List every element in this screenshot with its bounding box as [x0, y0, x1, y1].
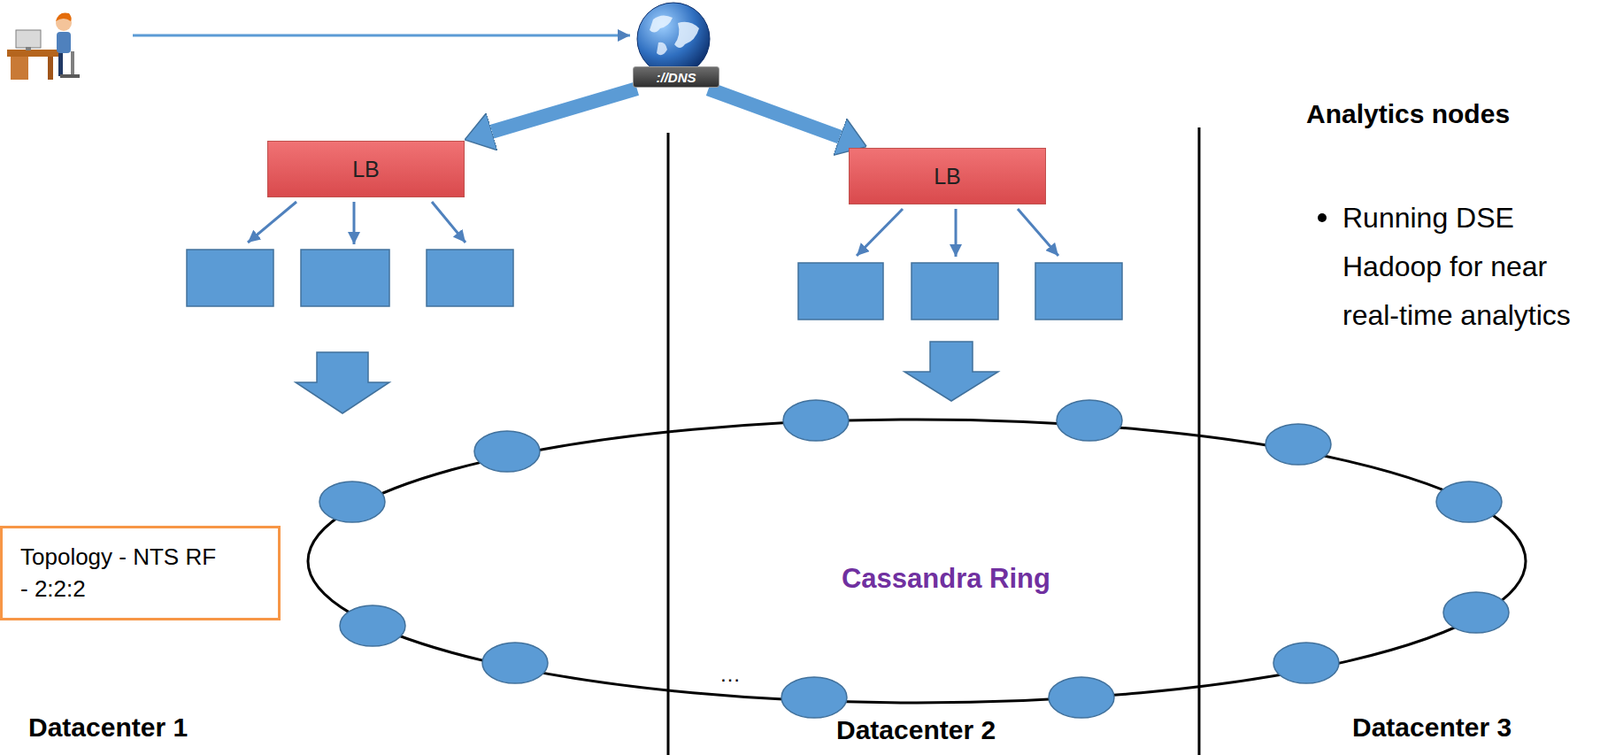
- ellipsis: …: [719, 661, 741, 687]
- node-text: LB: [933, 163, 962, 190]
- ring-outline: [306, 418, 1528, 704]
- server-box: [426, 249, 514, 307]
- body: [56, 31, 71, 54]
- server-box: [798, 262, 884, 320]
- node-text: Topology - NTS RF - 2:2:2: [20, 540, 220, 606]
- cassandra-node: [474, 430, 540, 472]
- ring-ellipse: [307, 419, 1526, 703]
- monitor: [15, 30, 41, 48]
- connector-layer: [492, 88, 840, 138]
- block-connector: [492, 88, 638, 132]
- cassandra-node: [781, 676, 847, 718]
- desk-top: [7, 49, 62, 57]
- load-balancer: LB: [267, 140, 465, 198]
- desk-drawer: [10, 56, 29, 80]
- datacenter-label: Datacenter 3: [1352, 712, 1512, 744]
- lb-arrow: [1017, 208, 1059, 256]
- continent: [649, 15, 673, 32]
- request-arrow: [132, 34, 631, 38]
- desk-leg: [47, 56, 54, 80]
- load-balancer: LB: [848, 147, 1047, 205]
- server-box: [1035, 262, 1123, 320]
- section-heading: Analytics nodes: [1306, 99, 1510, 131]
- cassandra-node: [783, 400, 849, 441]
- cassandra-node: [319, 481, 385, 523]
- block-arrow: [904, 341, 999, 401]
- block-connector: [708, 88, 841, 137]
- lb-arrow: [954, 208, 958, 257]
- block-arrow: [295, 352, 390, 414]
- datacenter-label: Datacenter 1: [28, 712, 188, 744]
- chair-base: [60, 74, 80, 78]
- hair: [55, 12, 72, 22]
- node-text: ://DNS: [656, 69, 697, 85]
- cassandra-node: [482, 642, 548, 684]
- server-box: [911, 262, 999, 320]
- lb-arrow: [247, 201, 297, 243]
- node-text: LB: [352, 156, 380, 183]
- node-text: Cassandra Ring: [841, 562, 1051, 595]
- datacenter-divider: [667, 132, 670, 755]
- server-box: [186, 249, 274, 307]
- continent: [656, 42, 668, 56]
- cassandra-ring: Cassandra Ring: [306, 418, 1528, 704]
- cassandra-node: [339, 605, 406, 647]
- datacenter-label: Datacenter 2: [836, 715, 996, 747]
- dns-badge: ://DNS: [632, 66, 720, 88]
- cassandra-node: [1443, 592, 1509, 633]
- cassandra-node: [1056, 400, 1123, 441]
- chair: [70, 51, 75, 78]
- user-icon: [7, 12, 80, 80]
- cassandra-node: [1273, 642, 1339, 684]
- cassandra-node: [1436, 481, 1502, 523]
- leg: [58, 53, 63, 77]
- continent: [674, 22, 700, 48]
- bullet: [1317, 213, 1327, 223]
- server-box: [300, 249, 390, 307]
- cassandra-node: [1265, 423, 1331, 465]
- monitor-stand: [25, 46, 31, 51]
- bullet-text: Running DSE Hadoop for near real-time an…: [1342, 193, 1591, 340]
- dns-globe: [637, 2, 710, 76]
- lb-arrow: [431, 201, 466, 243]
- lb-arrow: [856, 208, 903, 256]
- datacenter-divider: [1198, 127, 1201, 755]
- globe: [637, 2, 710, 76]
- lb-arrow: [353, 201, 356, 245]
- cassandra-node: [1048, 676, 1115, 718]
- topology-box: Topology - NTS RF - 2:2:2: [0, 525, 281, 621]
